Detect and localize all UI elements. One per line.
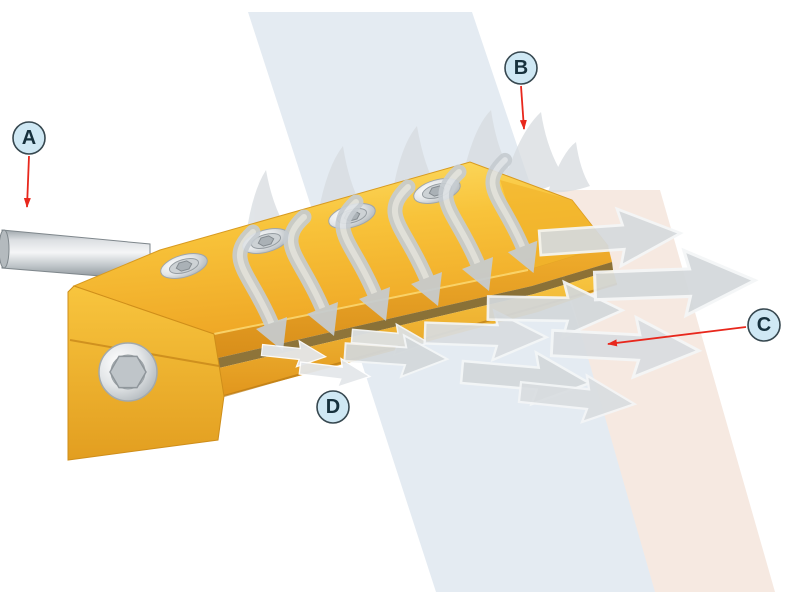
hex-socket <box>109 355 147 389</box>
cap-screw <box>98 342 158 402</box>
callout-c: C <box>747 308 781 342</box>
callout-c-pointer <box>607 326 747 347</box>
callout-a-pointer <box>23 155 31 208</box>
callout-b-circle <box>504 51 538 85</box>
air-wisp <box>548 142 590 193</box>
set-screw <box>160 253 208 279</box>
callout-d-circle <box>316 390 350 424</box>
callout-c-circle <box>747 308 781 342</box>
callout-d-letter: D <box>326 396 340 418</box>
air-wisp <box>500 112 566 196</box>
callout-d: D <box>316 390 350 424</box>
callout-a-letter: A <box>22 127 36 149</box>
callout-a: A <box>12 121 46 155</box>
callout-c-letter: C <box>757 314 771 336</box>
callout-pointers <box>23 85 747 347</box>
callout-b: B <box>504 51 538 85</box>
callout-b-pointer <box>519 85 527 130</box>
pipe-end-cap <box>0 229 10 269</box>
callout-a-circle <box>12 121 46 155</box>
callout-badges: A B C D <box>12 51 781 424</box>
entrained-air-wisps <box>246 110 590 236</box>
exit-slot <box>218 262 613 368</box>
callout-b-letter: B <box>514 57 528 79</box>
